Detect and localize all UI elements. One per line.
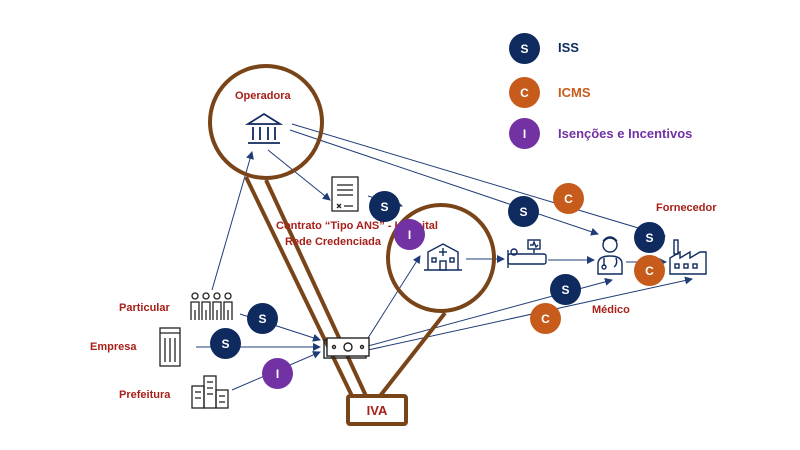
contrato-label-line2: Rede Credenciada <box>285 236 381 248</box>
medico-label: Médico <box>592 304 630 316</box>
iva-callout-hospital-circle <box>386 203 496 313</box>
operadora-medico-iss-badge: S <box>508 196 539 227</box>
arrow-operadora-contrato <box>267 149 331 201</box>
operadora-label: Operadora <box>235 90 291 102</box>
arrow-operadora-medico <box>289 129 599 236</box>
prefeitura-incentives-badge: I <box>262 358 293 389</box>
iva-callout-line-hospital <box>378 311 447 398</box>
legend-icms-label: ICMS <box>558 85 591 100</box>
medico-fornecedor-icms-badge: C <box>634 255 665 286</box>
legend-iss-label: ISS <box>558 40 579 55</box>
empresa-label: Empresa <box>90 341 137 353</box>
arrow-money-hospital <box>367 255 421 339</box>
legend-incentives-badge: I <box>509 118 540 149</box>
prefeitura-label: Prefeitura <box>119 389 171 401</box>
particular-label: Particular <box>119 302 170 314</box>
operadora-fornecedor-icms-badge: C <box>553 183 584 214</box>
money-medico-iss-badge: S <box>550 274 581 305</box>
money-fornecedor-icms-badge: C <box>530 303 561 334</box>
office-building-icon <box>159 327 181 367</box>
fornecedor-label: Fornecedor <box>656 202 717 214</box>
money-icon <box>323 337 370 359</box>
hospital-icon <box>424 243 462 271</box>
arrow-operadora-fornecedor <box>291 123 666 238</box>
people-icon <box>190 292 233 320</box>
medico-fornecedor-iss-badge: S <box>634 222 665 253</box>
iva-callout-operadora-circle <box>208 64 324 180</box>
legend-incentives-label: Isenções e Incentivos <box>558 126 693 141</box>
empresa-iss-badge: S <box>210 328 241 359</box>
iva-callout-line-operadora-b <box>244 176 354 397</box>
doctor-icon <box>597 236 623 275</box>
iva-callout-line-operadora <box>264 179 368 397</box>
factory-icon <box>669 239 707 275</box>
hospital-incentives-badge: I <box>394 219 425 250</box>
bank-icon <box>244 112 284 144</box>
iva-callout-box: IVA <box>346 394 408 426</box>
contract-icon <box>331 176 359 212</box>
particular-iss-badge: S <box>247 303 278 334</box>
contract-iss-badge: S <box>369 191 400 222</box>
legend-icms-badge: C <box>509 77 540 108</box>
legend-iss-badge: S <box>509 33 540 64</box>
city-buildings-icon <box>191 375 229 409</box>
hospital-bed-icon <box>507 239 547 268</box>
